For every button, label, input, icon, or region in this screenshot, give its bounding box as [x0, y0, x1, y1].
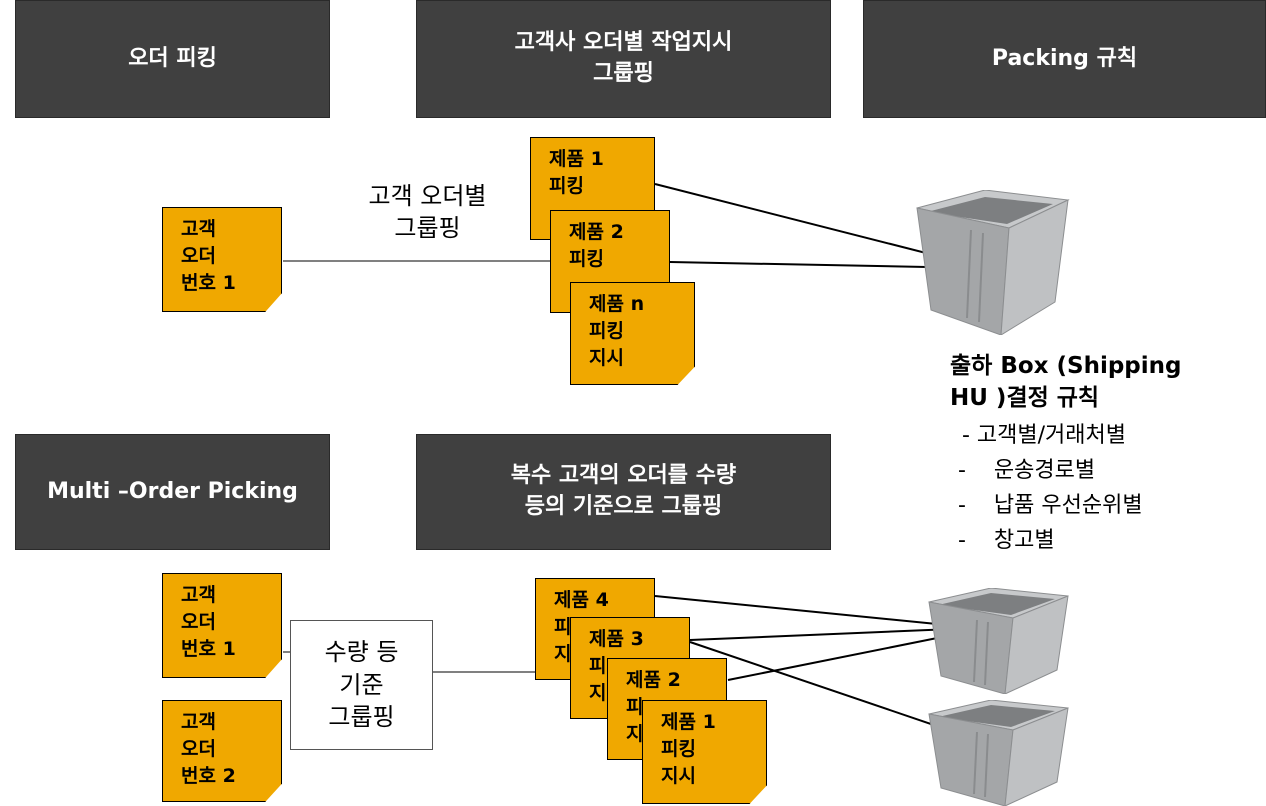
- arrow-p3b: [689, 641, 973, 740]
- product-pick-note: 제품 1 피킹 지시: [642, 700, 767, 804]
- customer-order-note: 고객 오더 번호 1: [162, 207, 282, 312]
- arrow-p4: [654, 595, 978, 632]
- shipping-rule-item: - 창고별: [958, 528, 1055, 553]
- shipping-rule-item: - 운송경로별: [958, 458, 1096, 483]
- arrow-p3a: [689, 623, 978, 641]
- product-pick-note: 제품 n 피킹 지시: [570, 282, 695, 385]
- customer-order-note: 고객 오더 번호 2: [162, 700, 282, 802]
- header-multi-order: Multi –Order Picking: [15, 434, 330, 550]
- group-by-order-label: 고객 오더별 그룹핑: [368, 182, 487, 243]
- shipping-tote-icon: [916, 190, 1070, 335]
- header-order-picking: 오더 피킹: [15, 0, 330, 118]
- shipping-rule-item: - 고객별/거래처별: [955, 423, 1127, 448]
- customer-order-note: 고객 오더 번호 1: [162, 573, 282, 678]
- shipping-tote-icon: [928, 588, 1069, 694]
- quantity-grouping-box: 수량 등 기준 그룹핑: [290, 620, 433, 750]
- shipping-rule-item: - 납품 우선순위별: [958, 493, 1143, 518]
- shipping-rule-title: 출하 Box (Shipping HU )결정 규칙: [950, 353, 1182, 412]
- header-packing-rule: Packing 규칙: [863, 0, 1266, 118]
- shipping-tote-icon: [928, 700, 1069, 806]
- header-multi-grouping: 복수 고객의 오더를 수량 등의 기준으로 그룹핑: [416, 434, 831, 550]
- header-customer-grouping: 고객사 오더별 작업지시 그룹핑: [416, 0, 831, 118]
